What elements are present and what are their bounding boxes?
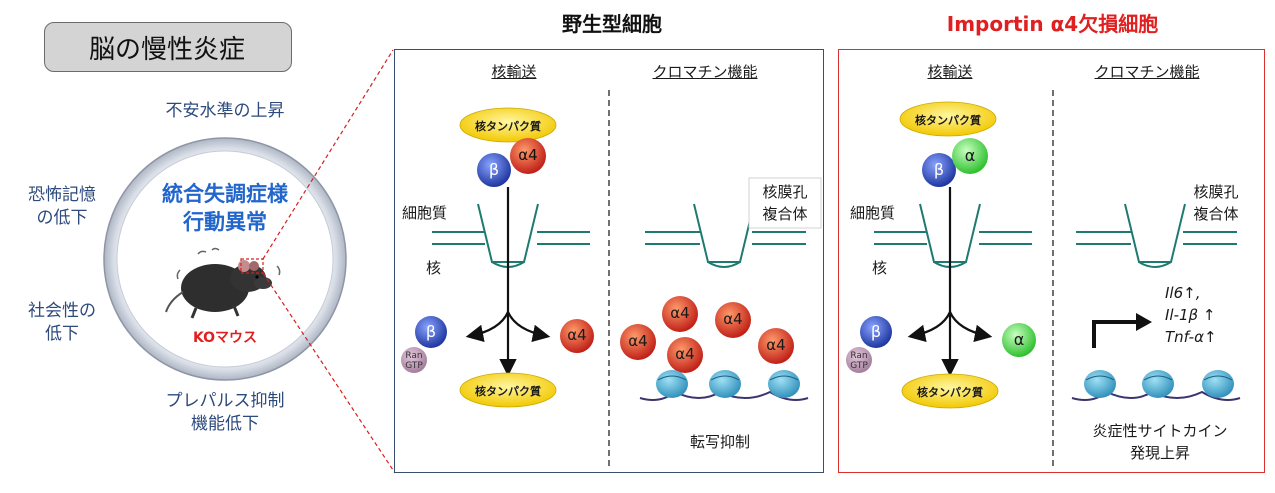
symptom-anxiety: 不安水準の上昇 bbox=[165, 101, 285, 121]
wt-cargo-top-label: 核タンパク質 bbox=[475, 120, 541, 133]
ko-col2-header: クロマチン機能 bbox=[1094, 63, 1200, 81]
ko-cargo-bottom bbox=[901, 373, 999, 409]
wt-npc-line2: 複合体 bbox=[762, 205, 808, 223]
wt-alpha4-bottom bbox=[560, 319, 594, 353]
ko-gene-il6: Il6↑, bbox=[1165, 284, 1201, 302]
ko-cargo-top bbox=[899, 101, 997, 137]
ko-alpha-bottom bbox=[1002, 323, 1036, 357]
mouse-label: KOマウス bbox=[192, 330, 258, 346]
wt-beta-bottom-label: β bbox=[425, 322, 437, 341]
wildtype-title: 野生型細胞 bbox=[562, 12, 662, 36]
ko-beta-bottom-label: β bbox=[870, 322, 882, 341]
ko-chromatin bbox=[1071, 370, 1241, 401]
ko-title: Importin α4欠損細胞 bbox=[946, 12, 1159, 36]
ko-npc-line1: 核膜孔 bbox=[1193, 183, 1239, 201]
left-title: 脳の慢性炎症 bbox=[88, 35, 245, 65]
wt-beta-bottom bbox=[415, 316, 447, 348]
center-text-line1: 統合失調症様 bbox=[162, 182, 288, 206]
wt-chrom-alpha4-4 bbox=[667, 337, 703, 373]
wt-chrom-alpha4-2-label: α4 bbox=[723, 310, 743, 328]
wt-chrom-alpha4-4-label: α4 bbox=[675, 345, 695, 363]
ko-beta-ball bbox=[922, 153, 956, 187]
wt-cargo-bottom-label: 核タンパク質 bbox=[475, 385, 541, 398]
ko-gene-il1b: Il-1β ↑ bbox=[1165, 306, 1216, 324]
wt-cytoplasm-label: 細胞質 bbox=[402, 204, 448, 222]
ko-nucleus-label: 核 bbox=[872, 259, 888, 277]
center-text-line2: 行動異常 bbox=[183, 210, 267, 234]
ko-result-line1: 炎症性サイトカイン bbox=[1092, 422, 1228, 440]
wt-chrom-alpha4-3 bbox=[620, 324, 656, 360]
ko-ran-gtp bbox=[846, 347, 872, 373]
wt-chrom-alpha4-3-label: α4 bbox=[628, 332, 648, 350]
wt-cargo-bottom bbox=[459, 372, 557, 408]
symptom-social-line1: 社会性の bbox=[28, 301, 96, 321]
wt-alpha4-ball bbox=[510, 138, 546, 174]
symptom-fear-memory-line2: の低下 bbox=[36, 208, 88, 228]
wt-repression-label: 転写抑制 bbox=[689, 433, 750, 451]
symptom-ppi-line1: プレパルス抑制 bbox=[165, 391, 285, 411]
ko-ran-line1: Ran bbox=[850, 351, 868, 361]
zoom-box bbox=[240, 258, 264, 274]
ko-alpha-bottom-label: α bbox=[1013, 330, 1025, 349]
ko-cytoplasm-label: 細胞質 bbox=[850, 204, 896, 222]
wt-col2-header: クロマチン機能 bbox=[652, 63, 758, 81]
wt-chrom-alpha4-2 bbox=[715, 302, 751, 338]
ko-activation-arrow bbox=[1092, 320, 1138, 348]
wt-ran-gtp bbox=[401, 347, 427, 373]
ko-beta-bottom bbox=[860, 316, 892, 348]
ko-result-line2: 発現上昇 bbox=[1129, 444, 1190, 462]
wt-cargo-top bbox=[459, 107, 557, 143]
wt-alpha4-bottom-label: α4 bbox=[567, 326, 587, 344]
ko-alpha-label: α bbox=[964, 146, 976, 165]
wt-npc-line1: 核膜孔 bbox=[762, 183, 808, 201]
wt-ran-line2: GTP bbox=[405, 361, 423, 371]
wildtype-panel bbox=[394, 49, 824, 473]
wt-beta-label: β bbox=[488, 160, 500, 179]
ko-npc-line2: 複合体 bbox=[1193, 205, 1239, 223]
wt-pore-right bbox=[645, 203, 806, 268]
ko-gene-tnfa: Tnf-α↑ bbox=[1165, 328, 1217, 346]
wt-chromatin bbox=[639, 370, 809, 401]
wt-chrom-alpha4-5 bbox=[758, 328, 794, 364]
symptom-ppi-line2: 機能低下 bbox=[191, 414, 259, 434]
ko-ran-line2: GTP bbox=[850, 361, 868, 371]
wt-chrom-alpha4-5-label: α4 bbox=[766, 336, 786, 354]
wt-alpha4-label: α4 bbox=[518, 146, 538, 164]
wt-beta-ball bbox=[477, 153, 511, 187]
title-box bbox=[44, 22, 292, 72]
symptom-social-line2: 低下 bbox=[45, 324, 79, 344]
wt-ran-line1: Ran bbox=[405, 351, 423, 361]
wt-nucleus-label: 核 bbox=[426, 259, 442, 277]
wt-chrom-alpha4-1-label: α4 bbox=[670, 304, 690, 322]
ko-pore-right bbox=[1076, 203, 1237, 268]
ko-cargo-bottom-label: 核タンパク質 bbox=[917, 386, 983, 399]
ko-alpha-ball bbox=[952, 138, 988, 174]
ko-pore-left bbox=[874, 203, 1032, 268]
ko-col1-header: 核輸送 bbox=[927, 63, 973, 81]
ko-beta-label: β bbox=[933, 160, 945, 179]
ko-panel bbox=[838, 49, 1265, 473]
wt-col1-header: 核輸送 bbox=[491, 63, 537, 81]
ko-cargo-top-label: 核タンパク質 bbox=[915, 114, 981, 127]
symptom-fear-memory-line1: 恐怖記憶 bbox=[28, 185, 96, 205]
wt-chrom-alpha4-1 bbox=[662, 296, 698, 332]
